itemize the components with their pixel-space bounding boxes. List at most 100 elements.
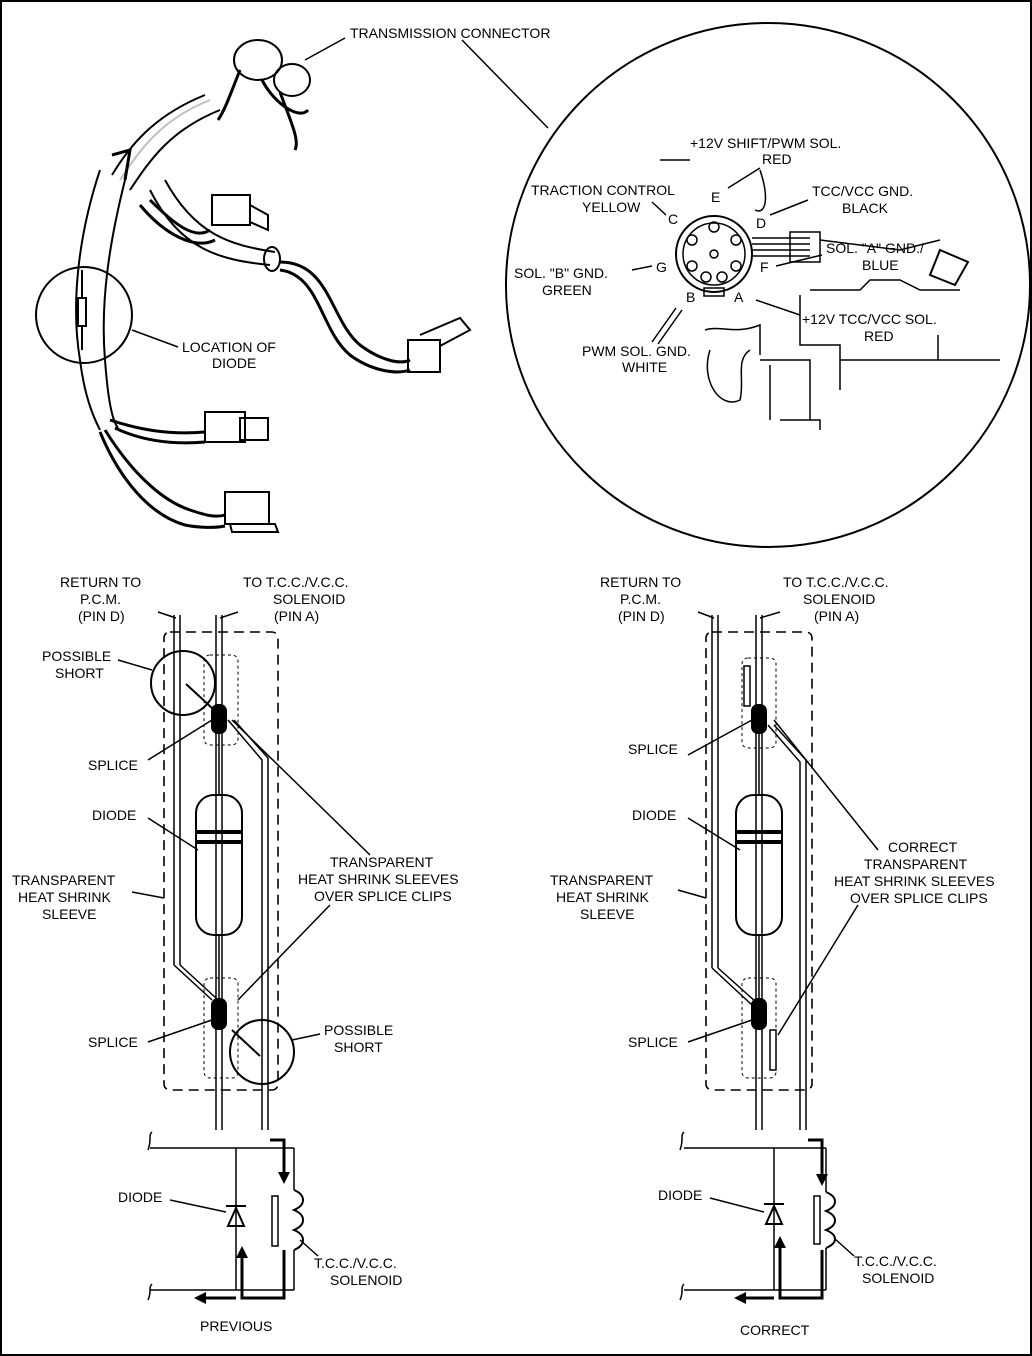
correct-return-label-2: P.C.M. — [620, 591, 661, 607]
previous-solenoid-coil — [291, 1189, 304, 1251]
pin-c-label: TRACTION CONTROL — [531, 182, 675, 198]
previous-diode-label: DIODE — [92, 807, 136, 823]
harness-connector-upper — [211, 194, 251, 226]
pin-b-letter: B — [686, 289, 695, 305]
previous-heat-shrink-sleeve — [163, 631, 279, 1091]
previous-schematic — [147, 1131, 319, 1304]
previous-diode-symbol — [226, 1205, 246, 1227]
correct-to-label-3: (PIN A) — [814, 608, 859, 624]
correct-splice-label-bottom: SPLICE — [628, 1034, 678, 1050]
previous-possible-short-label: POSSIBLE — [42, 648, 111, 664]
previous-return-label-3: (PIN D) — [78, 608, 125, 624]
correct-splice-top — [751, 704, 767, 734]
pin-c-socket — [686, 234, 698, 246]
harness-connector-plug — [233, 39, 283, 81]
correct-solenoid-label-2: SOLENOID — [862, 1270, 934, 1286]
correct-sleeve-label-2: HEAT SHRINK — [556, 889, 649, 905]
location-of-diode-label: LOCATION OF — [182, 339, 276, 355]
pin-g-socket — [686, 260, 698, 272]
diode-location-circle — [35, 266, 133, 364]
correct-heat-shrink-sleeve — [705, 631, 813, 1091]
harness-connector-lower2 — [224, 491, 270, 525]
pin-g-label: SOL. "B" GND. — [514, 265, 608, 281]
previous-to-label-3: (PIN A) — [274, 608, 319, 624]
previous-possible-short-bottom — [229, 1019, 295, 1085]
pin-g-color: GREEN — [542, 282, 592, 298]
harness-connector-lower1 — [204, 411, 246, 443]
pin-d-socket — [730, 234, 742, 246]
pin-c-letter: C — [668, 211, 678, 227]
previous-sleeve-label-2: HEAT SHRINK — [18, 889, 111, 905]
previous-diode-body — [195, 794, 243, 936]
correct-schematic-diode-label: DIODE — [658, 1187, 702, 1203]
previous-to-label: TO T.C.C./V.C.C. — [243, 574, 349, 590]
pin-e-socket — [708, 221, 720, 233]
previous-splice-bottom — [211, 998, 227, 1030]
pin-e-color: RED — [762, 151, 792, 167]
pin-b-color: WHITE — [622, 359, 667, 375]
previous-sleeve-label-3: SLEEVE — [42, 906, 96, 922]
pin-b-socket — [700, 271, 712, 283]
connector-face — [660, 159, 1000, 430]
pin-a-color: RED — [864, 328, 894, 344]
connector-pin-face — [675, 215, 753, 293]
pin-a-label: +12V TCC/VCC SOL. — [802, 311, 937, 327]
previous-sleeves-label: TRANSPARENT — [330, 854, 434, 870]
pin-f-color: BLUE — [862, 257, 899, 273]
pin-d-color: BLACK — [842, 200, 889, 216]
pin-a-letter: A — [734, 289, 744, 305]
correct-to-label: TO T.C.C./V.C.C. — [783, 574, 889, 590]
previous-sleeves-label-3: OVER SPLICE CLIPS — [314, 888, 452, 904]
correct-sleeves-label-3: HEAT SHRINK SLEEVES — [834, 873, 995, 889]
correct-splice-bottom — [751, 998, 767, 1030]
correct-sleeve-label-3: SLEEVE — [580, 906, 634, 922]
previous-to-label-2: SOLENOID — [273, 591, 345, 607]
correct-sleeves-label-4: OVER SPLICE CLIPS — [850, 890, 988, 906]
previous-solenoid-label: T.C.C./V.C.C. — [314, 1255, 397, 1271]
correct-caption: CORRECT — [740, 1322, 810, 1338]
correct-return-label: RETURN TO — [600, 574, 681, 590]
correct-diode-body — [735, 794, 783, 936]
previous-return-label-2: P.C.M. — [80, 591, 121, 607]
pin-d-letter: D — [756, 215, 766, 231]
previous-possible-short-top — [150, 650, 216, 716]
correct-sleeve-label: TRANSPARENT — [550, 872, 654, 888]
transmission-connector-title: TRANSMISSION CONNECTOR — [350, 25, 550, 41]
pin-a-socket — [716, 271, 728, 283]
previous-schematic-diode-label: DIODE — [118, 1189, 162, 1205]
correct-sleeves-label: CORRECT — [888, 839, 958, 855]
correct-schematic — [679, 1131, 855, 1304]
pin-d-label: TCC/VCC GND. — [812, 183, 913, 199]
previous-caption: PREVIOUS — [200, 1318, 272, 1334]
pin-f-letter: F — [760, 259, 769, 275]
pin-e-letter: E — [711, 189, 720, 205]
correct-solenoid-label: T.C.C./V.C.C. — [854, 1253, 937, 1269]
previous-splice-label-bottom: SPLICE — [88, 1034, 138, 1050]
previous-splice-label-top: SPLICE — [88, 757, 138, 773]
correct-splice-label-top: SPLICE — [628, 741, 678, 757]
previous-possible-short-label-b2: SHORT — [334, 1039, 383, 1055]
previous-wiring — [117, 611, 371, 1130]
correct-return-label-3: (PIN D) — [618, 608, 665, 624]
pin-c-color: YELLOW — [582, 199, 641, 215]
correct-wiring — [677, 611, 879, 1130]
harness-diode — [77, 297, 87, 327]
pin-b-label: PWM SOL. GND. — [582, 343, 691, 359]
previous-solenoid-label-2: SOLENOID — [330, 1272, 402, 1288]
correct-to-label-2: SOLENOID — [803, 591, 875, 607]
previous-return-label: RETURN TO — [60, 574, 141, 590]
previous-sleeve-label: TRANSPARENT — [12, 872, 116, 888]
pin-f-socket — [730, 260, 742, 272]
correct-sleeves-label-2: TRANSPARENT — [864, 856, 968, 872]
correct-solenoid-coil — [823, 1191, 836, 1249]
wiring-harness — [35, 39, 472, 533]
pin-f-label: SOL. "A" GND./ — [826, 240, 924, 256]
location-of-diode-label-2: DIODE — [212, 355, 256, 371]
harness-connector-right — [407, 339, 441, 373]
correct-diode-label: DIODE — [632, 807, 676, 823]
pin-e-label: +12V SHIFT/PWM SOL. — [690, 135, 841, 151]
pin-g-letter: G — [656, 259, 667, 275]
